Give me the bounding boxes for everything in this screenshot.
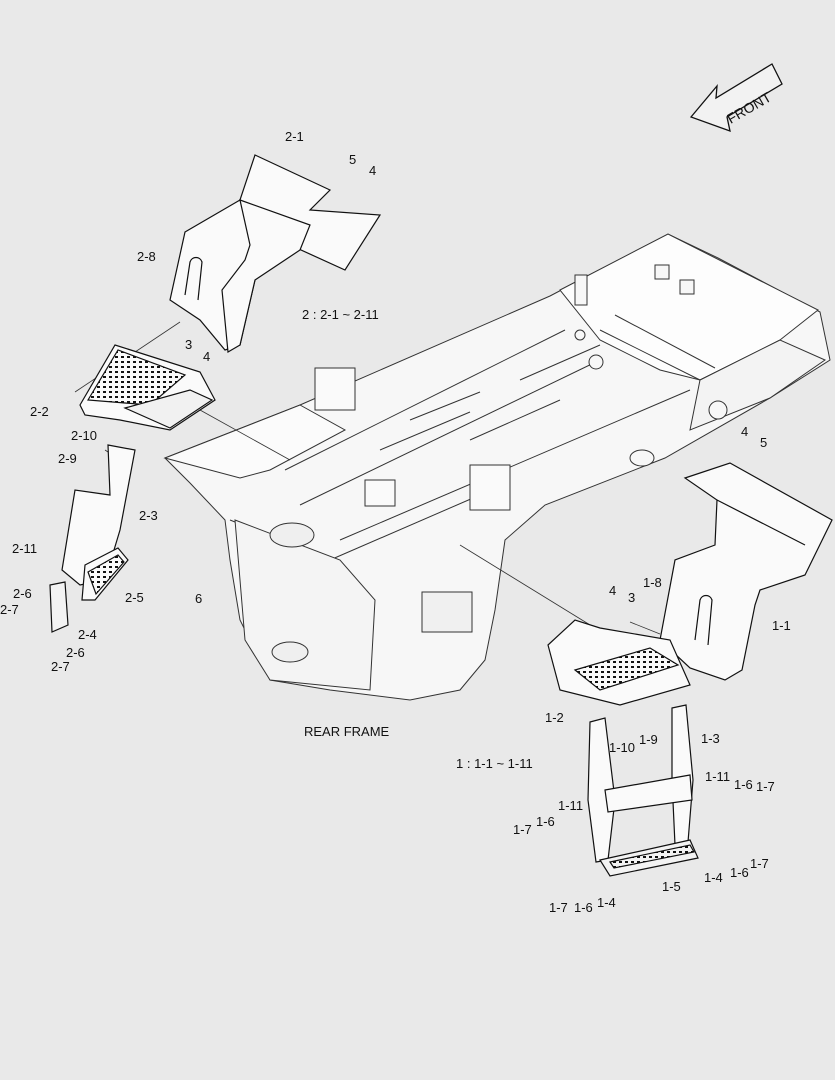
callout-2-3: 2-3 [139,508,158,523]
callout-5: 5 [349,152,357,167]
callout-2-7: 2-7 [0,602,19,617]
callout-1-2: 1-2 [545,710,564,725]
group-2-note: 2 : 2-1 ~ 2-11 [302,307,379,322]
group-1-note: 1 : 1-1 ~ 1-11 [456,756,533,771]
callout-1-6: 1-6 [730,865,749,880]
callout-3: 3 [185,337,193,352]
callout-6: 6 [195,591,203,606]
part-2-3-ladder [49,444,136,633]
callout-3: 3 [628,590,636,605]
callout-2-6: 2-6 [66,645,85,660]
callout-4: 4 [369,163,377,178]
callout-1-6: 1-6 [536,814,555,829]
callout-1-9: 1-9 [639,732,658,747]
callout-2-10: 2-10 [71,428,98,443]
part-2-1-cover [169,154,382,353]
part-1-2-step [547,619,691,706]
callout-4: 4 [741,424,749,439]
callout-1-4: 1-4 [597,895,616,910]
callout-1-3: 1-3 [701,731,720,746]
callout-1-7: 1-7 [549,900,568,915]
callout-2-5: 2-5 [125,590,144,605]
callout-4: 4 [609,583,617,598]
callout-2-7: 2-7 [51,659,70,674]
callout-1-11: 1-11 [705,769,731,784]
rear-frame [163,233,831,701]
callout-1-7: 1-7 [750,856,769,871]
callout-2-4: 2-4 [78,627,97,642]
part-1-1-cover [659,462,833,681]
part-1-3-ladder [587,704,699,877]
callout-1-5: 1-5 [662,879,681,894]
callout-5: 5 [760,435,768,450]
callout-1-10: 1-10 [609,740,636,755]
callout-1-7: 1-7 [756,779,775,794]
callout-1-1: 1-1 [772,618,791,633]
callout-2-9: 2-9 [58,451,77,466]
callout-1-6: 1-6 [734,777,753,792]
callout-1-7: 1-7 [513,822,532,837]
callout-1-11: 1-11 [558,798,584,813]
callout-2-2: 2-2 [30,404,49,419]
callout-2-11: 2-11 [12,541,38,556]
part-2-2-step [79,344,216,431]
callout-2-8: 2-8 [137,249,156,264]
front-arrow-icon: FRONT [689,63,783,133]
rear-frame-label: REAR FRAME [304,724,390,739]
callout-2-1: 2-1 [285,129,304,144]
callout-1-8: 1-8 [643,575,662,590]
callout-2-6: 2-6 [13,586,32,601]
callout-4: 4 [203,349,211,364]
callout-1-4: 1-4 [704,870,723,885]
callout-1-6: 1-6 [574,900,593,915]
